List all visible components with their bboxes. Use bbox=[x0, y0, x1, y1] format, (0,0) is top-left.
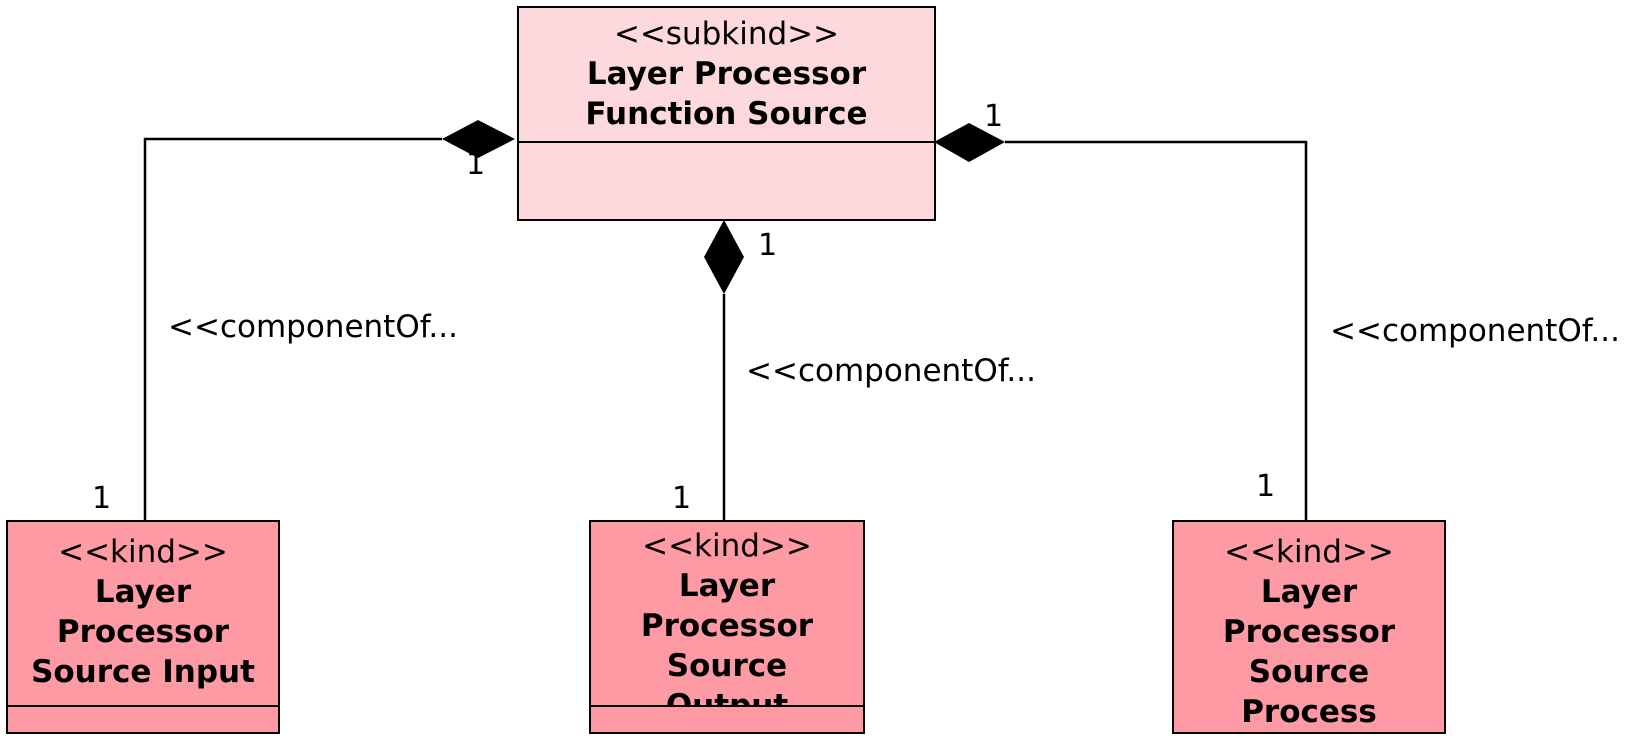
association-middle[interactable] bbox=[704, 220, 744, 520]
multiplicity-middle-parent: 1 bbox=[758, 228, 778, 263]
class-name-compartment: <<kind>> Layer Processor Source Output bbox=[591, 526, 863, 726]
stereotype-label: <<subkind>> bbox=[613, 16, 840, 52]
class-layer-processor-source-input[interactable]: <<kind>> Layer Processor Source Input bbox=[6, 520, 280, 734]
class-name-line: Layer bbox=[1260, 574, 1358, 610]
association-middle-label: <<componentOf... bbox=[746, 353, 1036, 389]
association-right-line bbox=[1005, 140, 1308, 520]
stereotype-label: <<kind>> bbox=[58, 534, 228, 570]
multiplicity-right-parent: 1 bbox=[984, 99, 1004, 134]
class-layer-processor-source-process[interactable]: <<kind>> Layer Processor Source Process bbox=[1172, 520, 1446, 734]
composition-diamond-right bbox=[934, 123, 1005, 162]
class-name-line: Source bbox=[666, 648, 788, 684]
class-name-compartment: <<kind>> Layer Processor Source Process bbox=[1174, 532, 1444, 732]
multiplicity-left-parent: 1 bbox=[466, 147, 486, 182]
class-name-line: Processor bbox=[1222, 614, 1396, 650]
class-name-line: Layer bbox=[94, 574, 192, 610]
class-name-line: Function Source bbox=[585, 96, 868, 132]
attribute-compartment-divider bbox=[8, 705, 278, 707]
association-right[interactable] bbox=[934, 123, 1308, 520]
multiplicity-left-child: 1 bbox=[92, 481, 112, 516]
class-name-line: Processor bbox=[640, 608, 814, 644]
multiplicity-middle-child: 1 bbox=[672, 481, 692, 516]
stereotype-label: <<kind>> bbox=[1224, 534, 1394, 570]
class-layer-processor-source-output[interactable]: <<kind>> Layer Processor Source Output bbox=[589, 520, 865, 734]
attribute-compartment-divider bbox=[519, 141, 934, 143]
attribute-compartment bbox=[591, 705, 863, 732]
class-name-compartment: <<subkind>> Layer Processor Function Sou… bbox=[519, 14, 934, 134]
association-left[interactable] bbox=[143, 120, 515, 520]
association-right-label: <<componentOf... bbox=[1330, 313, 1620, 349]
composition-diamond-left bbox=[442, 120, 515, 158]
stereotype-label: <<kind>> bbox=[642, 528, 812, 564]
class-name-line: Layer Processor bbox=[586, 56, 867, 92]
class-name-line: Processor bbox=[56, 614, 230, 650]
class-name-line: Source Input bbox=[31, 654, 255, 690]
multiplicity-right-child: 1 bbox=[1256, 469, 1276, 504]
class-name-line: Source bbox=[1248, 654, 1370, 690]
class-name-line: Layer bbox=[678, 568, 776, 604]
association-left-label: <<componentOf... bbox=[168, 309, 458, 345]
class-layer-processor-function-source[interactable]: <<subkind>> Layer Processor Function Sou… bbox=[517, 6, 936, 221]
class-name-line: Process bbox=[1241, 694, 1377, 730]
association-left-line bbox=[143, 137, 442, 520]
class-name-compartment: <<kind>> Layer Processor Source Input bbox=[8, 532, 278, 692]
composition-diamond-middle bbox=[704, 220, 744, 294]
